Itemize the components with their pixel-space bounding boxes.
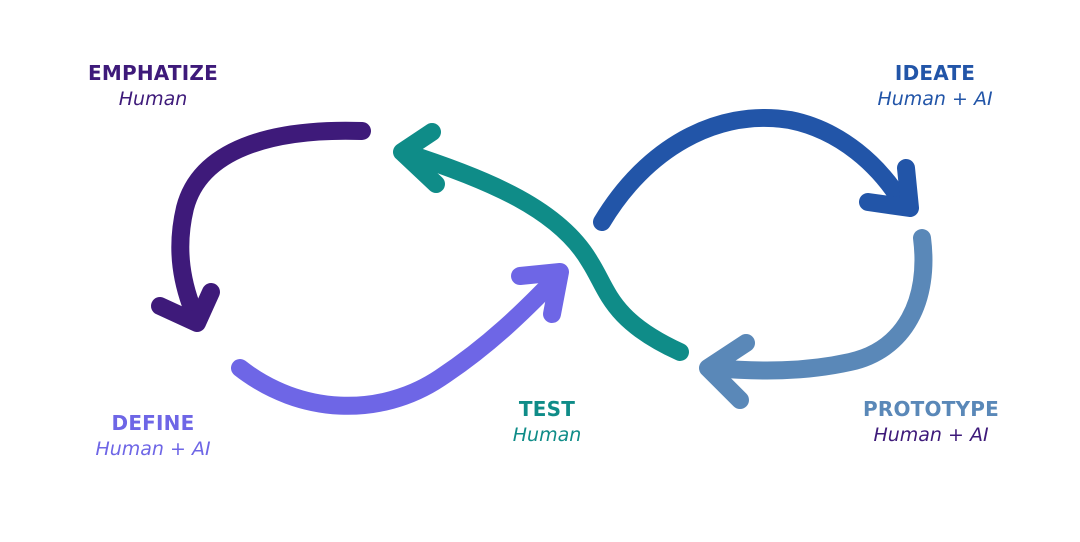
stage-sub-emphatize: Human bbox=[118, 88, 188, 110]
stage-sub-define: Human + AI bbox=[95, 438, 211, 460]
stage-title-emphatize: EMPHATIZE bbox=[88, 61, 218, 85]
stage-define: DEFINE Human + AI bbox=[78, 410, 228, 462]
stage-sub-test: Human bbox=[512, 424, 582, 446]
ideate-arrow bbox=[593, 108, 919, 231]
stage-test: TEST Human bbox=[472, 396, 622, 448]
stage-title-define: DEFINE bbox=[111, 411, 195, 435]
emphatize-arrow bbox=[151, 121, 371, 332]
stage-prototype: PROTOTYPE Human + AI bbox=[846, 396, 1016, 448]
define-arrow bbox=[231, 263, 569, 415]
test-arrow bbox=[393, 123, 689, 361]
stage-sub-ideate: Human + AI bbox=[877, 88, 993, 110]
stage-sub-prototype: Human + AI bbox=[873, 424, 989, 446]
stage-title-prototype: PROTOTYPE bbox=[863, 397, 999, 421]
prototype-arrow bbox=[699, 229, 933, 409]
stage-ideate: IDEATE Human + AI bbox=[860, 60, 1010, 112]
stage-title-ideate: IDEATE bbox=[894, 61, 976, 85]
stage-emphatize: EMPHATIZE Human bbox=[78, 60, 228, 112]
stage-title-test: TEST bbox=[518, 397, 576, 421]
